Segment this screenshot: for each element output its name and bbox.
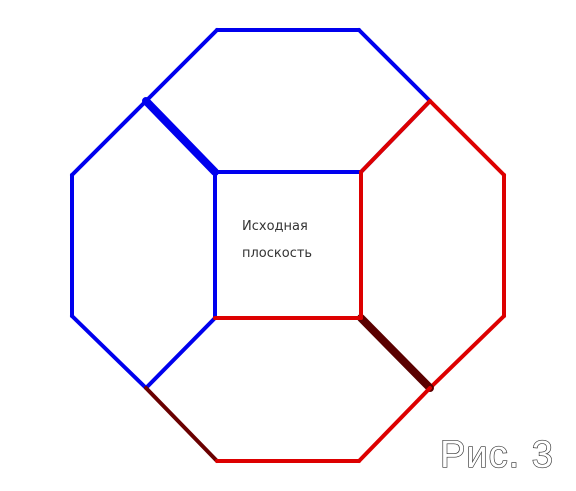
center-label-line2: плоскость — [242, 246, 312, 261]
top-left-edge — [144, 28, 219, 103]
figure-label: Рис. 3 — [440, 434, 554, 476]
top-hexagon — [142, 28, 432, 176]
top-right-edge — [357, 28, 432, 103]
center-label-line1: Исходная — [242, 219, 308, 234]
bottom-hexagon — [144, 386, 432, 463]
bottom-left-edge — [144, 386, 219, 463]
center-square — [213, 170, 363, 320]
right-upper-edge — [428, 99, 506, 177]
right-fold-upper — [359, 99, 432, 174]
left-hexagon — [70, 99, 217, 390]
left-lower-edge — [70, 314, 148, 390]
right-hexagon — [357, 99, 506, 392]
right-fold-lower — [357, 314, 434, 392]
bottom-right-edge — [357, 386, 432, 463]
left-upper-edge — [70, 99, 148, 177]
left-fold-lower — [144, 316, 217, 390]
right-lower-edge — [428, 314, 506, 390]
top-fold-left — [142, 97, 219, 176]
